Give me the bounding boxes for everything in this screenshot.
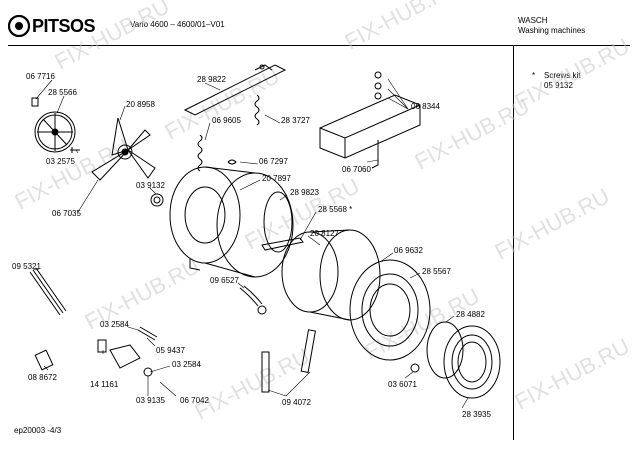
pin-part <box>137 326 158 341</box>
nut-part <box>410 363 420 373</box>
pulley-wheel <box>34 111 76 153</box>
watermark: FIX-HUB.RU <box>491 183 614 264</box>
part-label: 03 2584 <box>100 320 129 329</box>
rear-tub <box>169 166 294 278</box>
part-label: 28 5566 <box>48 88 77 97</box>
tub-seal <box>263 191 293 253</box>
top-bracket <box>183 64 287 116</box>
drive-belt <box>29 267 67 316</box>
watermark: FIX-HUB.RU <box>361 283 484 364</box>
counterweight <box>319 94 421 159</box>
part-label: 06 7035 <box>52 209 81 218</box>
brand-logo: PITSOS <box>8 15 96 37</box>
screw-part <box>31 97 39 107</box>
watermark: FIX-HUB.RU <box>511 33 634 114</box>
part-label: 06 9605 <box>212 116 241 125</box>
part-label: 28 4882 <box>456 310 485 319</box>
watermark: FIX-HUB.RU <box>341 0 464 54</box>
part-label: 08 8672 <box>28 373 57 382</box>
part-label: 09 5321 <box>12 262 41 271</box>
front-tub <box>349 259 431 361</box>
watermark: FIX-HUB.RU <box>11 133 134 214</box>
part-label: 09 6527 <box>210 276 239 285</box>
part-label: 06 9632 <box>394 246 423 255</box>
model-title: Vario 4600 – 4600/01–V01 <box>130 20 225 29</box>
part-label: 03 2584 <box>172 360 201 369</box>
legend-asterisk: * <box>532 71 536 80</box>
bolt-part <box>70 147 80 153</box>
part-label: 28 9823 <box>290 188 319 197</box>
watermark: FIX-HUB.RU <box>51 0 174 74</box>
drawing-id: ep20003 -4/3 <box>14 426 62 435</box>
part-label: 20 7897 <box>262 174 291 183</box>
clip-part <box>227 159 237 165</box>
motor-bracket <box>97 339 153 377</box>
shock-absorber <box>261 329 316 393</box>
legend-part: 05 9132 <box>544 81 573 90</box>
drum-spider <box>91 117 156 181</box>
part-label: 09 4072 <box>282 398 311 407</box>
watermark: FIX-HUB.RU <box>191 343 314 424</box>
category-de: WASCH <box>518 16 548 25</box>
watermark: FIX-HUB.RU <box>511 333 634 414</box>
part-label: 14 1161 <box>90 380 119 389</box>
part-label: 28 9822 <box>197 75 226 84</box>
part-label: 06 7060 <box>342 165 371 174</box>
brand-logo-icon <box>8 15 30 37</box>
hose-part <box>239 285 263 307</box>
leader-lines <box>32 78 469 409</box>
part-label: 06 8344 <box>411 102 440 111</box>
part-label: 06 7042 <box>180 396 209 405</box>
part-label: 28 5568 * <box>318 205 353 214</box>
part-label: 03 9132 <box>136 181 165 190</box>
heater-element <box>261 237 304 251</box>
counterweight-bolts <box>371 71 382 169</box>
header-divider <box>8 45 630 46</box>
part-label: 28 3727 <box>281 116 310 125</box>
legend-divider <box>513 45 514 440</box>
part-label: 20 8958 <box>126 100 155 109</box>
suspension-spring <box>197 94 260 172</box>
brand-name: PITSOS <box>32 15 96 36</box>
part-label: 03 9135 <box>136 396 165 405</box>
part-label: 06 7716 <box>26 72 55 81</box>
part-label: 28 5567 <box>422 267 451 276</box>
legend-note: Screws kit <box>544 71 581 80</box>
part-label: 03 6071 <box>388 380 417 389</box>
door-gasket <box>443 325 501 399</box>
category-en: Washing machines <box>518 26 586 35</box>
part-label: 03 2575 <box>46 157 75 166</box>
drum <box>281 229 381 321</box>
part-label: 28 3935 <box>462 410 491 419</box>
capacitor <box>34 349 54 371</box>
part-label: 20 8127 <box>310 229 339 238</box>
part-label: 06 7297 <box>259 157 288 166</box>
bearing-part <box>150 193 164 207</box>
part-label: 05 9437 <box>156 346 185 355</box>
clamp-ring <box>426 321 464 379</box>
